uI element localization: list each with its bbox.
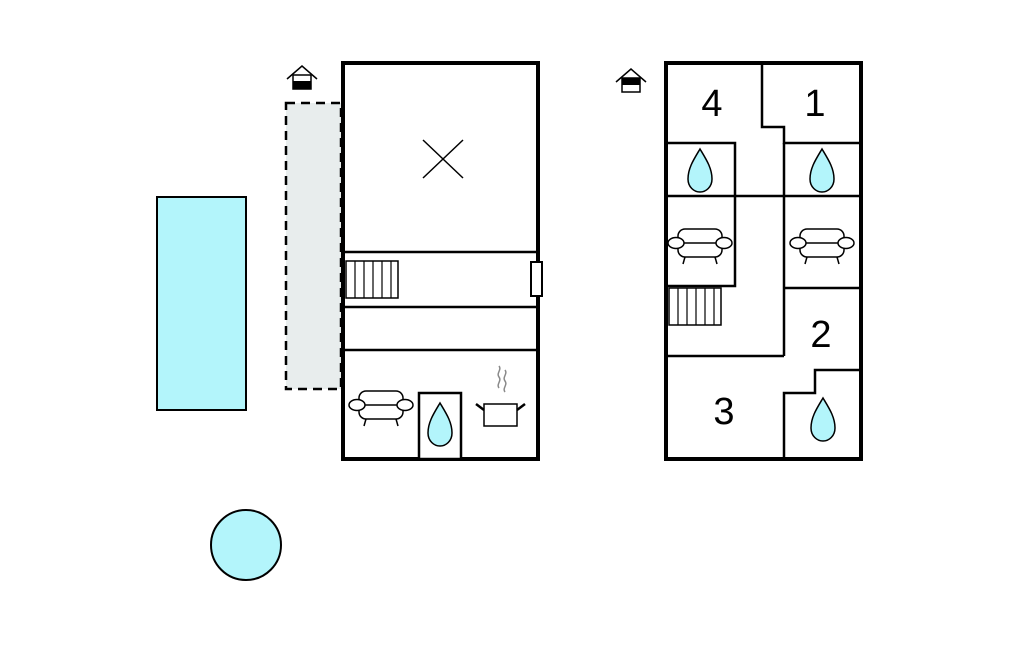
- stairs-icon: [345, 260, 399, 299]
- room-label-4: 4: [701, 83, 722, 125]
- room-label-2: 2: [810, 314, 831, 356]
- interior-wall: [760, 63, 861, 145]
- sofa-icon: [789, 228, 855, 265]
- room-label-3: 3: [713, 391, 734, 433]
- interior-wall: [666, 141, 737, 288]
- window-icon: [530, 261, 543, 297]
- water-drop-icon: [809, 148, 835, 193]
- water-drop-icon: [687, 148, 713, 193]
- room-label-1: 1: [804, 83, 825, 125]
- bed-cross-icon: [422, 139, 464, 179]
- stairs-icon: [668, 287, 722, 326]
- round-pool: [210, 509, 282, 581]
- upper-floor-walls: [664, 61, 863, 461]
- sofa-icon: [348, 390, 414, 427]
- ground-floor: [284, 61, 543, 461]
- terrace: [284, 101, 343, 391]
- swimming-pool: [156, 196, 247, 411]
- house-entrance-icon: [286, 65, 318, 90]
- sofa-icon: [667, 228, 733, 265]
- interior-wall: [782, 368, 861, 459]
- house-entrance-icon: [615, 68, 647, 93]
- bathroom: [417, 391, 463, 461]
- water-drop-icon: [810, 397, 836, 442]
- cooking-pot-icon: [475, 365, 526, 427]
- upper-floor: 4 1 2 3: [615, 61, 863, 461]
